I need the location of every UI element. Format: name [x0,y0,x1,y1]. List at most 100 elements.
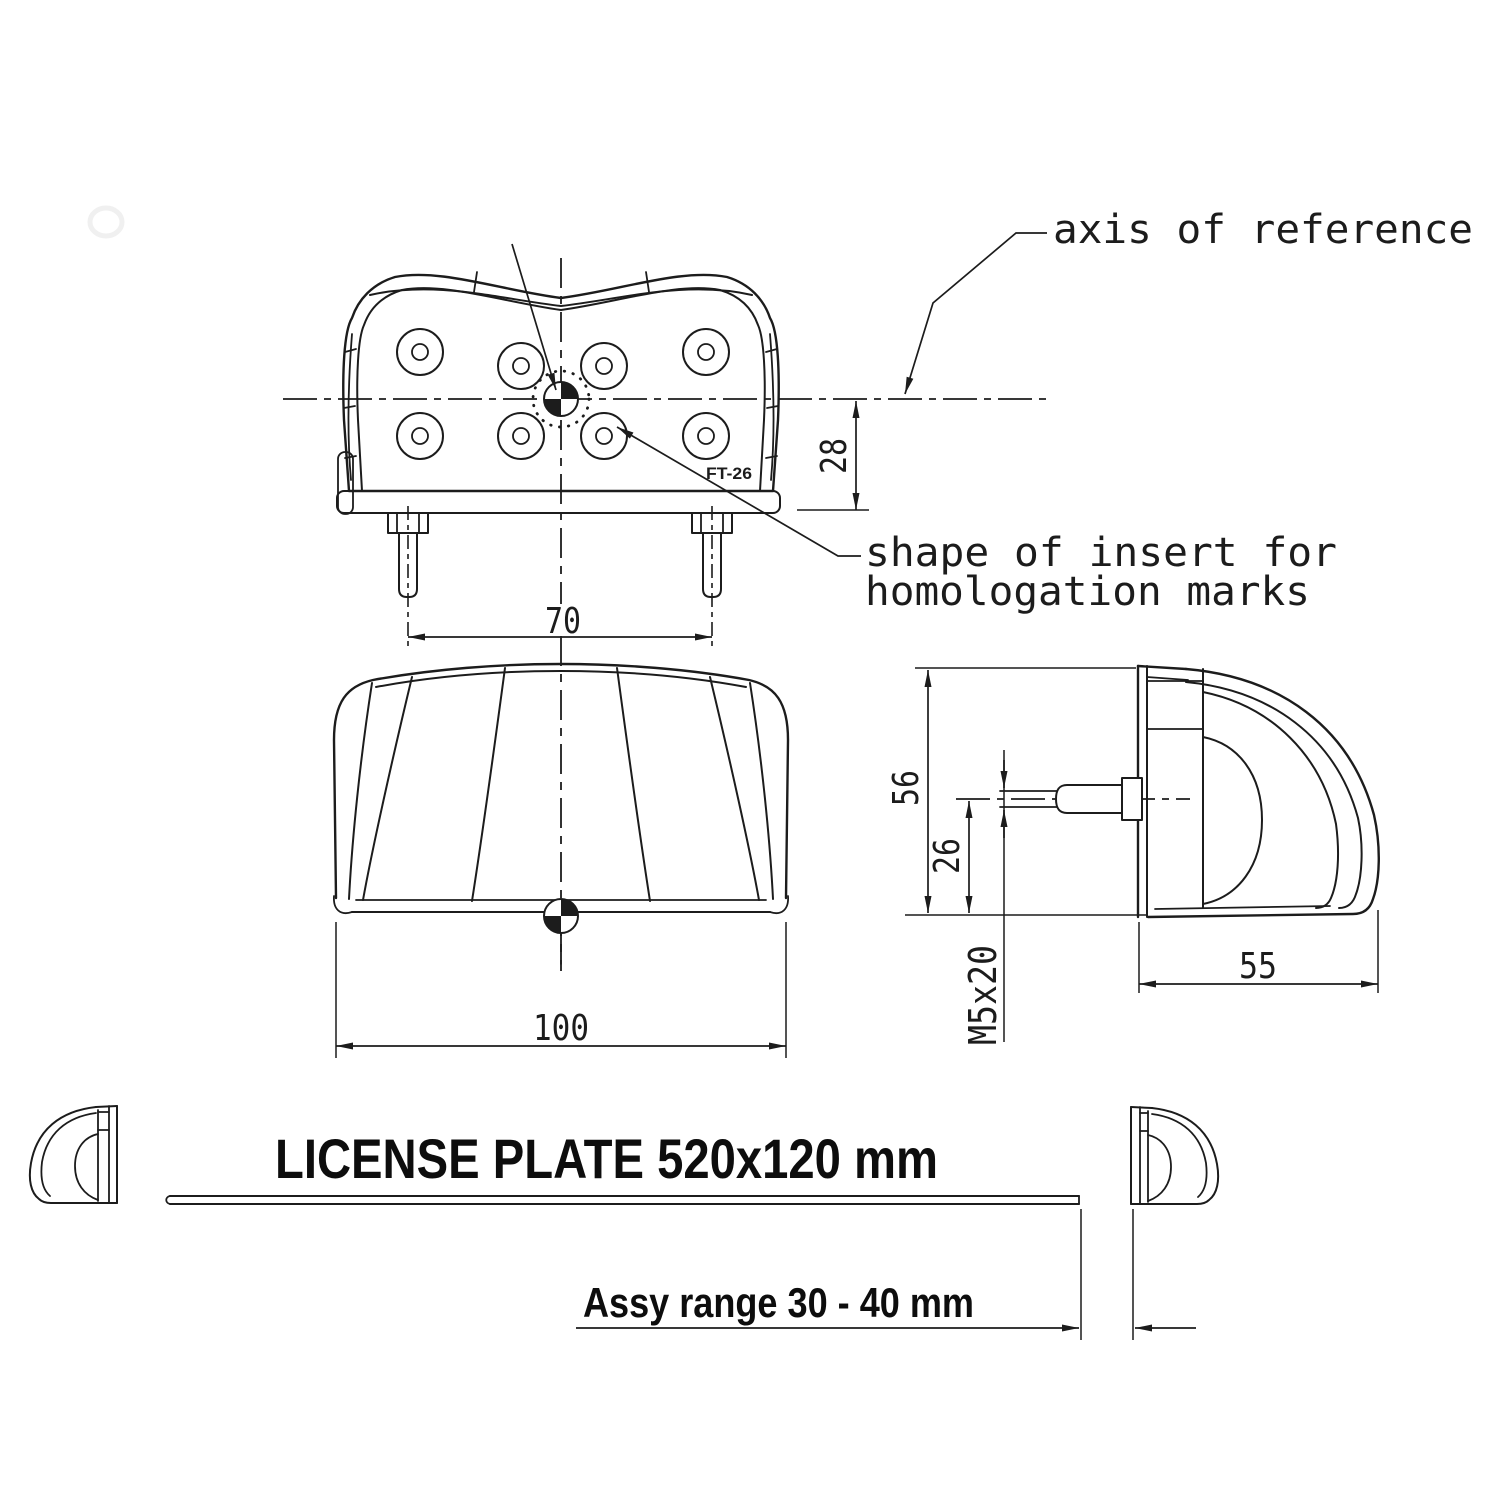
boss-center [512,357,530,375]
boss-circle [497,412,545,460]
insert-dotted-circle [531,369,591,429]
boss-center [411,427,429,445]
housing-outer-curve [1146,667,1380,919]
bulb-dome-arc [1202,736,1263,905]
insert-shape-callout: shape of insert for homologation marks [616,426,1337,615]
center-leader-arrow [511,243,557,391]
plate-left-cap [165,1195,171,1205]
dimension-side-height: 56 [886,667,1147,916]
housing-outer-curve [1130,1107,1220,1205]
dimension-stud-thread: M5x20 [961,750,1008,1045]
boss-circle [580,412,628,460]
base-flange [336,490,781,514]
license-plate-title: LICENSE PLATE 520x120 mm [275,1127,938,1190]
dimension-body-width: 100 [335,922,787,1058]
lens-bosses [396,328,730,460]
left-edge-tick [343,405,356,409]
target-quadrant [544,916,561,933]
leader-line [616,426,861,557]
side-stud [956,777,1190,821]
bottom-inner-line [1154,905,1331,910]
insert-note-line1: shape of insert for [865,530,1337,576]
lamp-top-rim-line [369,288,753,307]
right-edge-tick [766,405,779,409]
target-quadrant [561,899,578,916]
boss-center [697,427,715,445]
boss-circle [396,328,444,376]
lamp-body-inner-contour [356,287,766,492]
assembly-lamp-right [1130,1106,1220,1205]
assembly-lamp-left [28,1105,118,1204]
lens-facet [471,667,506,902]
reference-center-mark-bottom [543,898,579,965]
lamp-body-outline [342,273,780,493]
boss-center [697,343,715,361]
boss-center [595,427,613,445]
top-rim-notch-left [473,271,478,293]
insert-note-line2: homologation marks [865,569,1310,615]
license-plate [165,1195,1080,1205]
boss-circle [497,342,545,390]
stud-shaft-side [1055,784,1123,814]
dimension-value-28: 28 [814,438,855,474]
lens-facet [348,682,373,900]
boss-center [595,357,613,375]
assy-range-note: Assy range 30 - 40 mm [583,1279,974,1326]
axis-of-reference-callout: axis of reference [904,207,1473,395]
top-band [1146,676,1189,681]
lens-foot-left [333,895,353,914]
bulb-dome-arc [1147,1134,1172,1202]
axis-of-reference-label: axis of reference [1053,207,1473,253]
right-edge-tick [765,455,778,459]
lens-foot-right [769,895,789,914]
model-label: FT-26 [706,464,752,483]
right-edge-tick [765,348,778,353]
housing-inner-curve [1151,1113,1208,1198]
housing-inner-curve [1185,681,1363,909]
mounting-stud-right [691,506,733,648]
dimension-stud-spacing: 70 [408,601,712,642]
dimension-value-55: 55 [1239,946,1277,987]
front-view: FT-26 70 28 axis of reference shape of i… [283,207,1473,971]
lens-outline [332,662,790,900]
text-mask [542,604,582,636]
reference-center-mark [531,369,591,429]
housing-outer-curve [28,1106,118,1204]
boss-center [512,427,530,445]
scan-ghost-mark [87,205,125,239]
top-edge [1136,664,1188,671]
target-quadrant [561,382,578,399]
lens-facet [616,667,651,902]
mounting-stud-left [387,506,429,648]
dimension-value-26: 26 [927,838,968,874]
lens-facet [749,682,774,900]
flange-left-tab [337,451,354,515]
dimension-body-depth: 55 [1138,910,1379,993]
lens-facet [709,676,760,901]
dimension-value-70: 70 [545,601,581,642]
top-rim-notch-right [645,271,650,293]
top-edge [95,1105,118,1108]
boss-center [411,343,429,361]
left-edge-sliver [347,333,353,481]
dimension-below-axis: 28 [797,401,869,511]
bottom-view: 100 [332,662,790,1058]
stud-hex-head-side [1121,777,1143,821]
leader-line [904,232,1047,395]
boss-circle [682,412,730,460]
dimension-value-100: 100 [533,1008,589,1049]
right-edge-sliver [769,333,775,481]
top-edge [1130,1106,1153,1109]
dimension-assy-range: Assy range 30 - 40 mm [576,1209,1196,1340]
boss-circle [580,342,628,390]
dimension-value-56: 56 [886,770,927,806]
lens-boundary-curve [1202,691,1340,909]
lens-facet [362,676,413,901]
side-view: 56 26 M5x20 55 [886,664,1380,1045]
housing-inner-curve [40,1112,97,1197]
boss-circle [682,328,730,376]
dimension-value-m5x20: M5x20 [961,945,1005,1045]
target-quadrant [544,399,561,416]
